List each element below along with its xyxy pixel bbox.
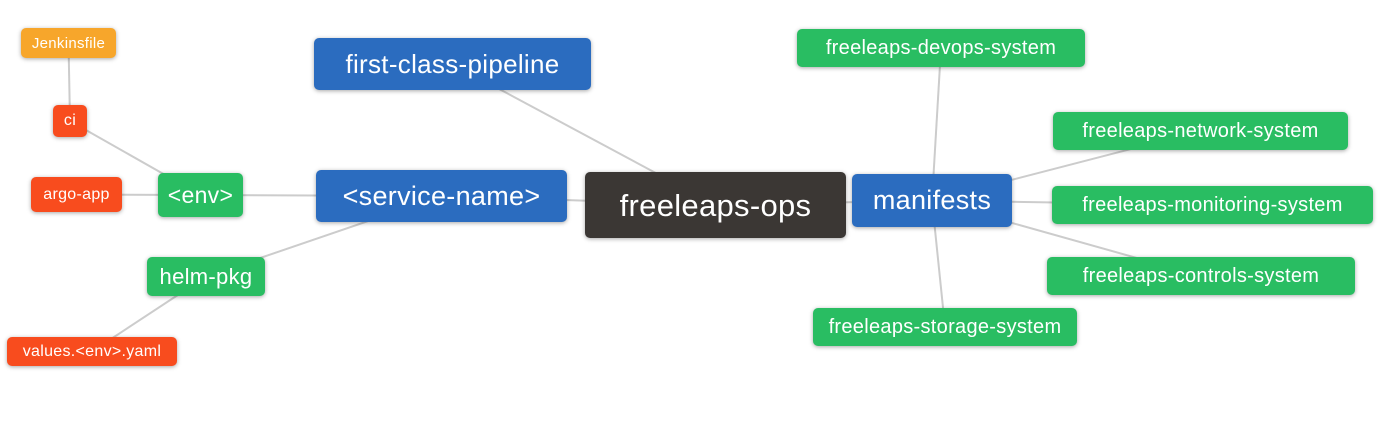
node-label: values.<env>.yaml xyxy=(22,342,162,360)
node-jenkinsfile[interactable]: Jenkinsfile xyxy=(21,28,116,58)
node-first-class-pipeline[interactable]: first-class-pipeline xyxy=(314,38,591,90)
node-label: manifests xyxy=(872,185,992,215)
node-label: Jenkinsfile xyxy=(31,34,106,52)
node-argo-app[interactable]: argo-app xyxy=(31,177,122,212)
node-label: helm-pkg xyxy=(159,263,253,289)
node-label: freeleaps-controls-system xyxy=(1082,265,1320,287)
node-freeleaps-monitoring-system[interactable]: freeleaps-monitoring-system xyxy=(1052,186,1373,224)
node-label: first-class-pipeline xyxy=(345,49,560,79)
node-label: freeleaps-devops-system xyxy=(825,37,1057,59)
node-manifests[interactable]: manifests xyxy=(852,174,1012,227)
node-freeleaps-controls-system[interactable]: freeleaps-controls-system xyxy=(1047,257,1355,295)
node-service-name[interactable]: <service-name> xyxy=(316,170,567,222)
node-label: freeleaps-storage-system xyxy=(828,316,1062,338)
node-label: freeleaps-network-system xyxy=(1082,120,1319,142)
node-label: <service-name> xyxy=(342,180,541,211)
node-ci[interactable]: ci xyxy=(53,105,87,137)
node-freeleaps-network-system[interactable]: freeleaps-network-system xyxy=(1053,112,1348,150)
node-label: argo-app xyxy=(43,185,110,203)
node-freeleaps-storage-system[interactable]: freeleaps-storage-system xyxy=(813,308,1077,346)
node-label: freeleaps-ops xyxy=(619,187,812,223)
node-helm-pkg[interactable]: helm-pkg xyxy=(147,257,265,296)
node-label: <env> xyxy=(167,181,234,208)
node-label: ci xyxy=(63,112,77,129)
node-env[interactable]: <env> xyxy=(158,173,243,217)
node-label: freeleaps-monitoring-system xyxy=(1082,194,1343,216)
node-freeleaps-devops-system[interactable]: freeleaps-devops-system xyxy=(797,29,1085,67)
node-freeleaps-ops[interactable]: freeleaps-ops xyxy=(585,172,846,238)
node-values-env-yaml[interactable]: values.<env>.yaml xyxy=(7,337,177,366)
